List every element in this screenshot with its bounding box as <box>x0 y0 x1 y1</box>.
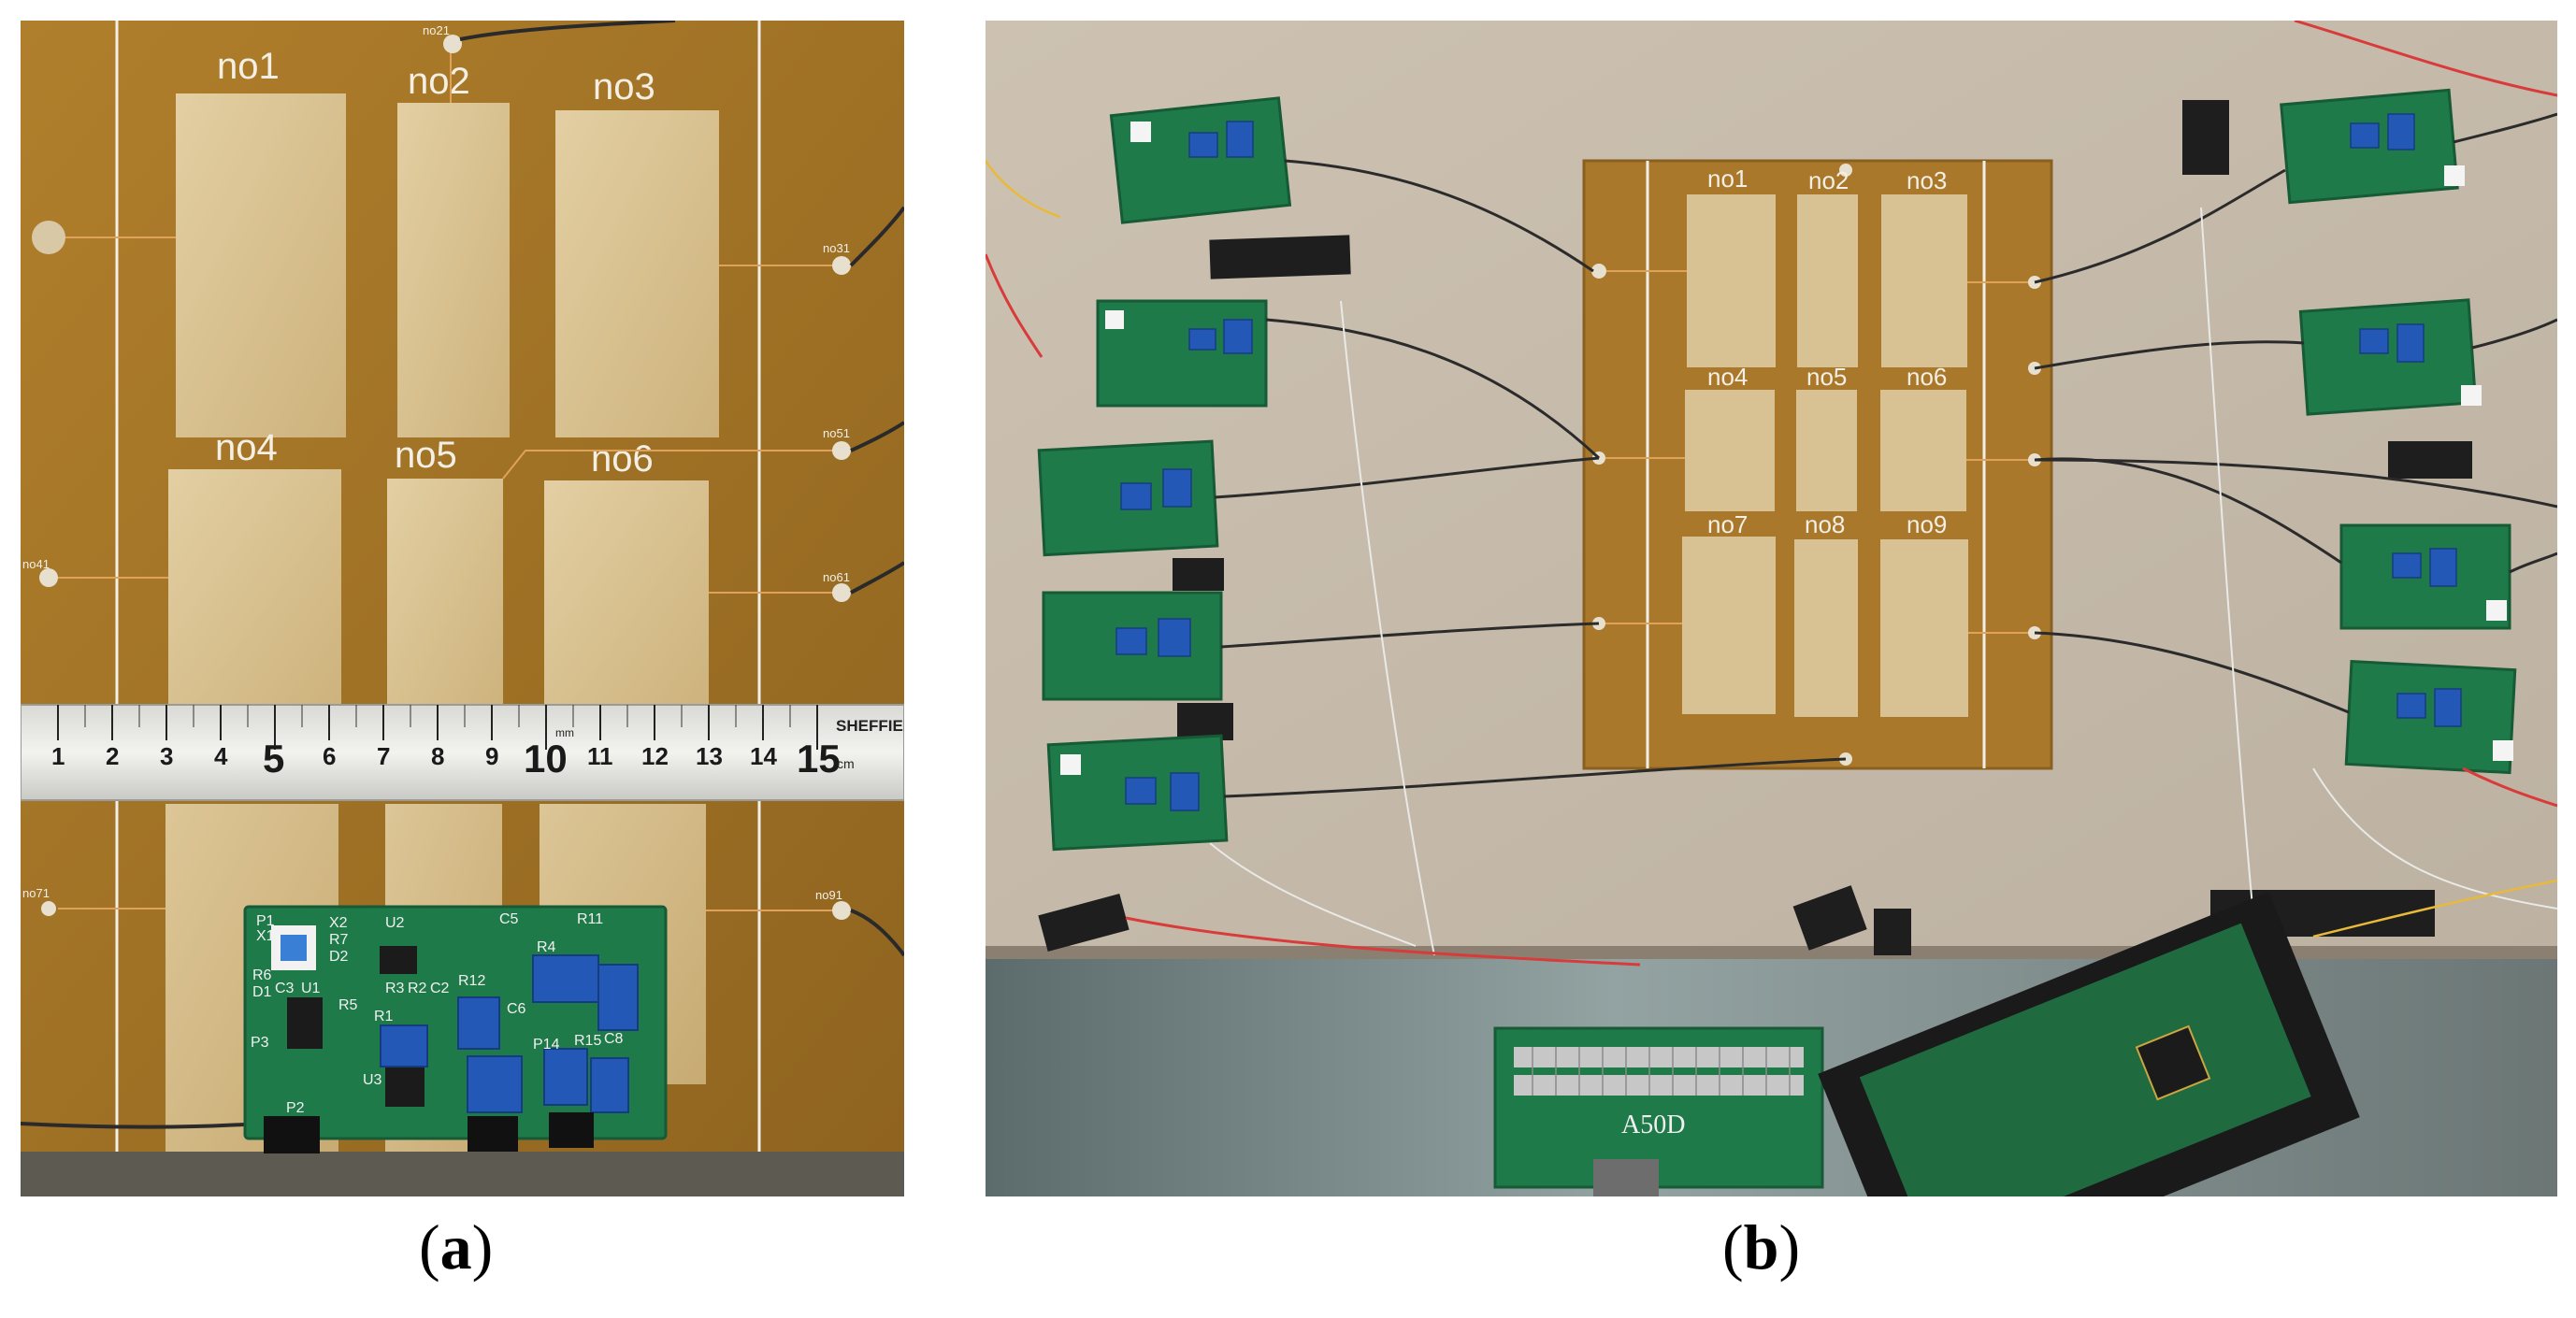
svg-text:no3: no3 <box>1907 166 1947 194</box>
svg-text:R4: R4 <box>537 939 556 955</box>
svg-text:C3: C3 <box>275 981 295 996</box>
svg-text:P14: P14 <box>533 1037 560 1053</box>
caption-a: (a) <box>419 1211 494 1282</box>
svg-text:X1: X1 <box>256 928 275 944</box>
svg-text:U3: U3 <box>363 1072 382 1088</box>
svg-text:14: 14 <box>750 742 777 770</box>
svg-text:no4: no4 <box>215 427 278 468</box>
svg-text:4: 4 <box>214 742 228 770</box>
svg-text:R11: R11 <box>577 911 603 927</box>
svg-text:C6: C6 <box>507 1001 526 1017</box>
terminal-block: A50D <box>1493 1026 1824 1196</box>
svg-text:no2: no2 <box>1808 166 1849 194</box>
svg-text:C2: C2 <box>430 981 450 996</box>
svg-text:R1: R1 <box>374 1009 394 1024</box>
svg-text:no4: no4 <box>1707 363 1748 391</box>
svg-text:5: 5 <box>263 737 284 781</box>
trimmer-potentiometer-icon <box>1115 113 2462 811</box>
svg-text:R5: R5 <box>338 997 358 1013</box>
svg-text:no6: no6 <box>591 438 654 480</box>
svg-text:no8: no8 <box>1805 510 1845 538</box>
svg-text:3: 3 <box>160 742 173 770</box>
svg-text:R15: R15 <box>574 1033 601 1049</box>
svg-text:no41: no41 <box>22 557 50 571</box>
svg-text:U2: U2 <box>385 915 405 931</box>
svg-text:C5: C5 <box>499 911 519 927</box>
svg-text:no5: no5 <box>395 435 457 476</box>
svg-text:no6: no6 <box>1907 363 1947 391</box>
svg-text:no3: no3 <box>593 66 655 107</box>
svg-text:9: 9 <box>485 742 498 770</box>
photo-panel-b: no1 no2 no3 no4 no5 no6 no7 no8 no9 <box>986 21 2557 1196</box>
svg-text:13: 13 <box>696 742 723 770</box>
trimmer-potentiometer-icon <box>380 954 639 1113</box>
svg-text:SHEFFIELD: SHEFFIELD <box>836 717 904 735</box>
svg-text:P2: P2 <box>286 1100 305 1116</box>
svg-text:15: 15 <box>797 737 841 781</box>
svg-text:2: 2 <box>106 742 119 770</box>
svg-text:no1: no1 <box>1707 165 1748 193</box>
svg-text:P1: P1 <box>256 913 275 929</box>
svg-text:R3: R3 <box>385 981 405 996</box>
svg-text:no31: no31 <box>823 241 850 255</box>
pad-no4: no4 <box>168 427 341 712</box>
svg-text:D1: D1 <box>252 984 272 1000</box>
svg-text:no7: no7 <box>1707 510 1748 538</box>
daq-board <box>1818 892 2360 1196</box>
electrode-array-photo-a: no1 no2 no3 no4 no5 no6 <box>21 21 904 1196</box>
pad-no1: no1 <box>176 46 346 437</box>
svg-text:A50D: A50D <box>1621 1110 1685 1139</box>
svg-text:8: 8 <box>431 742 444 770</box>
pcb-board-icon: P1 X1 X2 U2 C5 R11 R7 D2 R6 D1 C3 U1 R3 … <box>243 905 668 1153</box>
ruler-icon: 1 2 3 4 5 6 7 8 9 10 11 12 13 14 15 mm c… <box>21 704 904 801</box>
svg-text:12: 12 <box>641 742 669 770</box>
full-setup-photo-b: no1 no2 no3 no4 no5 no6 no7 no8 no9 <box>986 21 2557 1196</box>
pin-header-icon <box>264 1112 594 1153</box>
svg-text:no9: no9 <box>1907 510 1947 538</box>
svg-text:11: 11 <box>587 742 613 770</box>
svg-text:no21: no21 <box>423 23 450 37</box>
solder-nodes <box>32 35 851 920</box>
svg-text:U1: U1 <box>301 981 321 996</box>
svg-text:no51: no51 <box>823 426 850 440</box>
wire-icon <box>986 21 2557 967</box>
svg-text:no1: no1 <box>217 46 280 87</box>
svg-text:C8: C8 <box>604 1031 624 1047</box>
svg-text:no91: no91 <box>815 888 842 902</box>
pad-no2: no2 <box>397 61 510 437</box>
wire-icon <box>21 21 904 1129</box>
svg-text:R2: R2 <box>408 981 427 996</box>
svg-text:R7: R7 <box>329 932 349 948</box>
svg-text:mm: mm <box>555 726 574 739</box>
photo-panel-a: no1 no2 no3 no4 no5 no6 <box>21 21 904 1196</box>
caption-b: (b) <box>1722 1211 1801 1282</box>
svg-text:no5: no5 <box>1806 363 1847 391</box>
svg-text:no71: no71 <box>22 886 50 900</box>
svg-text:no2: no2 <box>408 61 470 102</box>
svg-text:R12: R12 <box>458 973 485 989</box>
pcb-board-icon <box>1037 88 2517 852</box>
svg-text:P3: P3 <box>251 1035 269 1051</box>
pad-no6: no6 <box>544 438 709 712</box>
svg-text:6: 6 <box>323 742 336 770</box>
svg-text:7: 7 <box>377 742 390 770</box>
svg-text:cm: cm <box>837 756 855 771</box>
svg-text:10: 10 <box>524 737 568 781</box>
substrate-board: no1 no2 no3 no4 no5 no6 no7 no8 no9 <box>1582 159 2053 770</box>
pad-no3: no3 <box>555 66 719 437</box>
svg-text:X2: X2 <box>329 915 348 931</box>
svg-text:no61: no61 <box>823 570 850 584</box>
svg-text:R6: R6 <box>252 967 272 983</box>
svg-text:D2: D2 <box>329 949 349 965</box>
svg-text:1: 1 <box>51 742 65 770</box>
pad-no5: no5 <box>387 435 503 712</box>
